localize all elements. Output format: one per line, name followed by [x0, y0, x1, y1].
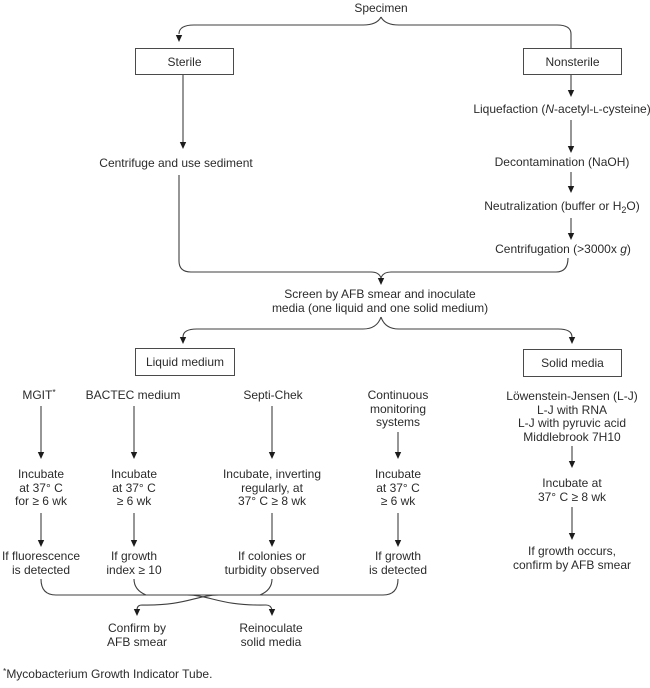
arrowhead-continuous-incubate [394, 452, 402, 459]
mgit-label: MGIT* [22, 387, 56, 402]
specimen-label: Specimen [354, 1, 408, 15]
connector-screen-solid [380, 316, 573, 338]
centrifugation-label: Centrifugation (>3000x g) [495, 242, 631, 256]
result-septi-label: If colonies or turbidity observed [224, 549, 320, 577]
result-continuous-label: If growth is detected [368, 549, 428, 577]
incubate-continuous-label: Incubate at 37° C ≥ 6 wk [374, 467, 422, 508]
liquid-medium-label: Liquid medium [145, 355, 225, 369]
centrifuge-sediment-label: Centrifuge and use sediment [99, 156, 253, 170]
arrowhead-mgit-result [37, 540, 45, 547]
connector-screen-liquid [182, 316, 382, 338]
continuous-monitoring-label: Continuous monitoring systems [367, 388, 429, 429]
arrowhead-liquid-medium [179, 337, 187, 344]
connector-specimen-sterile [178, 16, 382, 35]
reinoculate-label: Reinoculate solid media [239, 621, 303, 649]
liquefaction-label: Liquefaction (N-acetyl-L-cysteine) [473, 102, 650, 116]
arrowhead-septi-incubate [268, 452, 276, 459]
incubate-bactec-label: Incubate at 37° C ≥ 6 wk [110, 467, 158, 508]
arrowhead-reinoculate [268, 609, 276, 616]
neutralization-label: Neutralization (buffer or H2O) [484, 199, 640, 215]
italic-n: N [545, 102, 555, 116]
decontamination-label: Decontamination (NaOH) [494, 155, 630, 169]
connector-centrifugation-screen [380, 257, 569, 279]
connector-centrifuge-screen [178, 175, 382, 279]
arrowhead-solid-incubate [568, 461, 576, 468]
connector-rail-reinoculate [186, 594, 273, 611]
connector-septi-rail [259, 578, 273, 596]
solid-media-types-label: Löwenstein-Jensen (L-J) L-J with RNA L-J… [506, 389, 638, 444]
result-solid-label: If growth occurs, confirm by AFB smear [512, 544, 632, 572]
incubate-septi-label: Incubate, inverting regularly, at 37° C … [222, 467, 322, 508]
smallcap-l: L [593, 105, 599, 116]
bactec-label: BACTEC medium [85, 388, 181, 402]
sterile-box: Sterile [135, 48, 234, 75]
nonsterile-box: Nonsterile [523, 48, 622, 75]
arrowhead-bactec-result [130, 540, 138, 547]
septi-chek-label: Septi-Chek [243, 388, 303, 402]
solid-media-box: Solid media [523, 349, 622, 377]
connector-specimen-nonsterile [380, 16, 572, 48]
liquid-medium-box: Liquid medium [135, 348, 235, 376]
mgit-asterisk: * [52, 387, 56, 397]
arrowhead-confirm [133, 609, 141, 616]
confirm-afb-label: Confirm by AFB smear [106, 621, 168, 649]
incubate-solid-label: Incubate at 37° C ≥ 8 wk [537, 476, 607, 504]
result-mgit-label: If fluorescence is detected [1, 549, 81, 577]
arrowhead-centrifugation [567, 233, 575, 240]
screen-step-label: Screen by AFB smear and inoculate media … [271, 287, 489, 315]
nonsterile-label: Nonsterile [545, 54, 600, 69]
italic-g: g [620, 242, 627, 256]
arrowhead-solid-result [568, 533, 576, 540]
arrowhead-neutralization [567, 186, 575, 193]
result-bactec-label: If growth index ≥ 10 [106, 549, 162, 577]
incubate-mgit-label: Incubate at 37° C for ≥ 6 wk [15, 467, 67, 508]
arrowhead-screen [377, 278, 385, 285]
arrowhead-solid-media [568, 337, 576, 344]
arrowhead-mgit-incubate [37, 452, 45, 459]
connector-results-rail [40, 578, 399, 596]
arrowhead-bactec-incubate [130, 452, 138, 459]
sterile-label: Sterile [167, 54, 202, 69]
arrowhead-centrifuge [179, 142, 187, 149]
footnote-asterisk: * [3, 666, 7, 676]
arrowhead-liquefaction [567, 90, 575, 97]
arrowhead-sterile [175, 35, 183, 42]
arrowhead-decontamination [567, 146, 575, 153]
solid-media-label: Solid media [541, 356, 604, 370]
arrowhead-septi-result [268, 540, 276, 547]
arrowhead-continuous-result [394, 540, 402, 547]
connector-bactec-rail [133, 578, 147, 596]
footnote: *Mycobacterium Growth Indicator Tube. [3, 666, 213, 681]
subscript-2: 2 [621, 205, 627, 215]
